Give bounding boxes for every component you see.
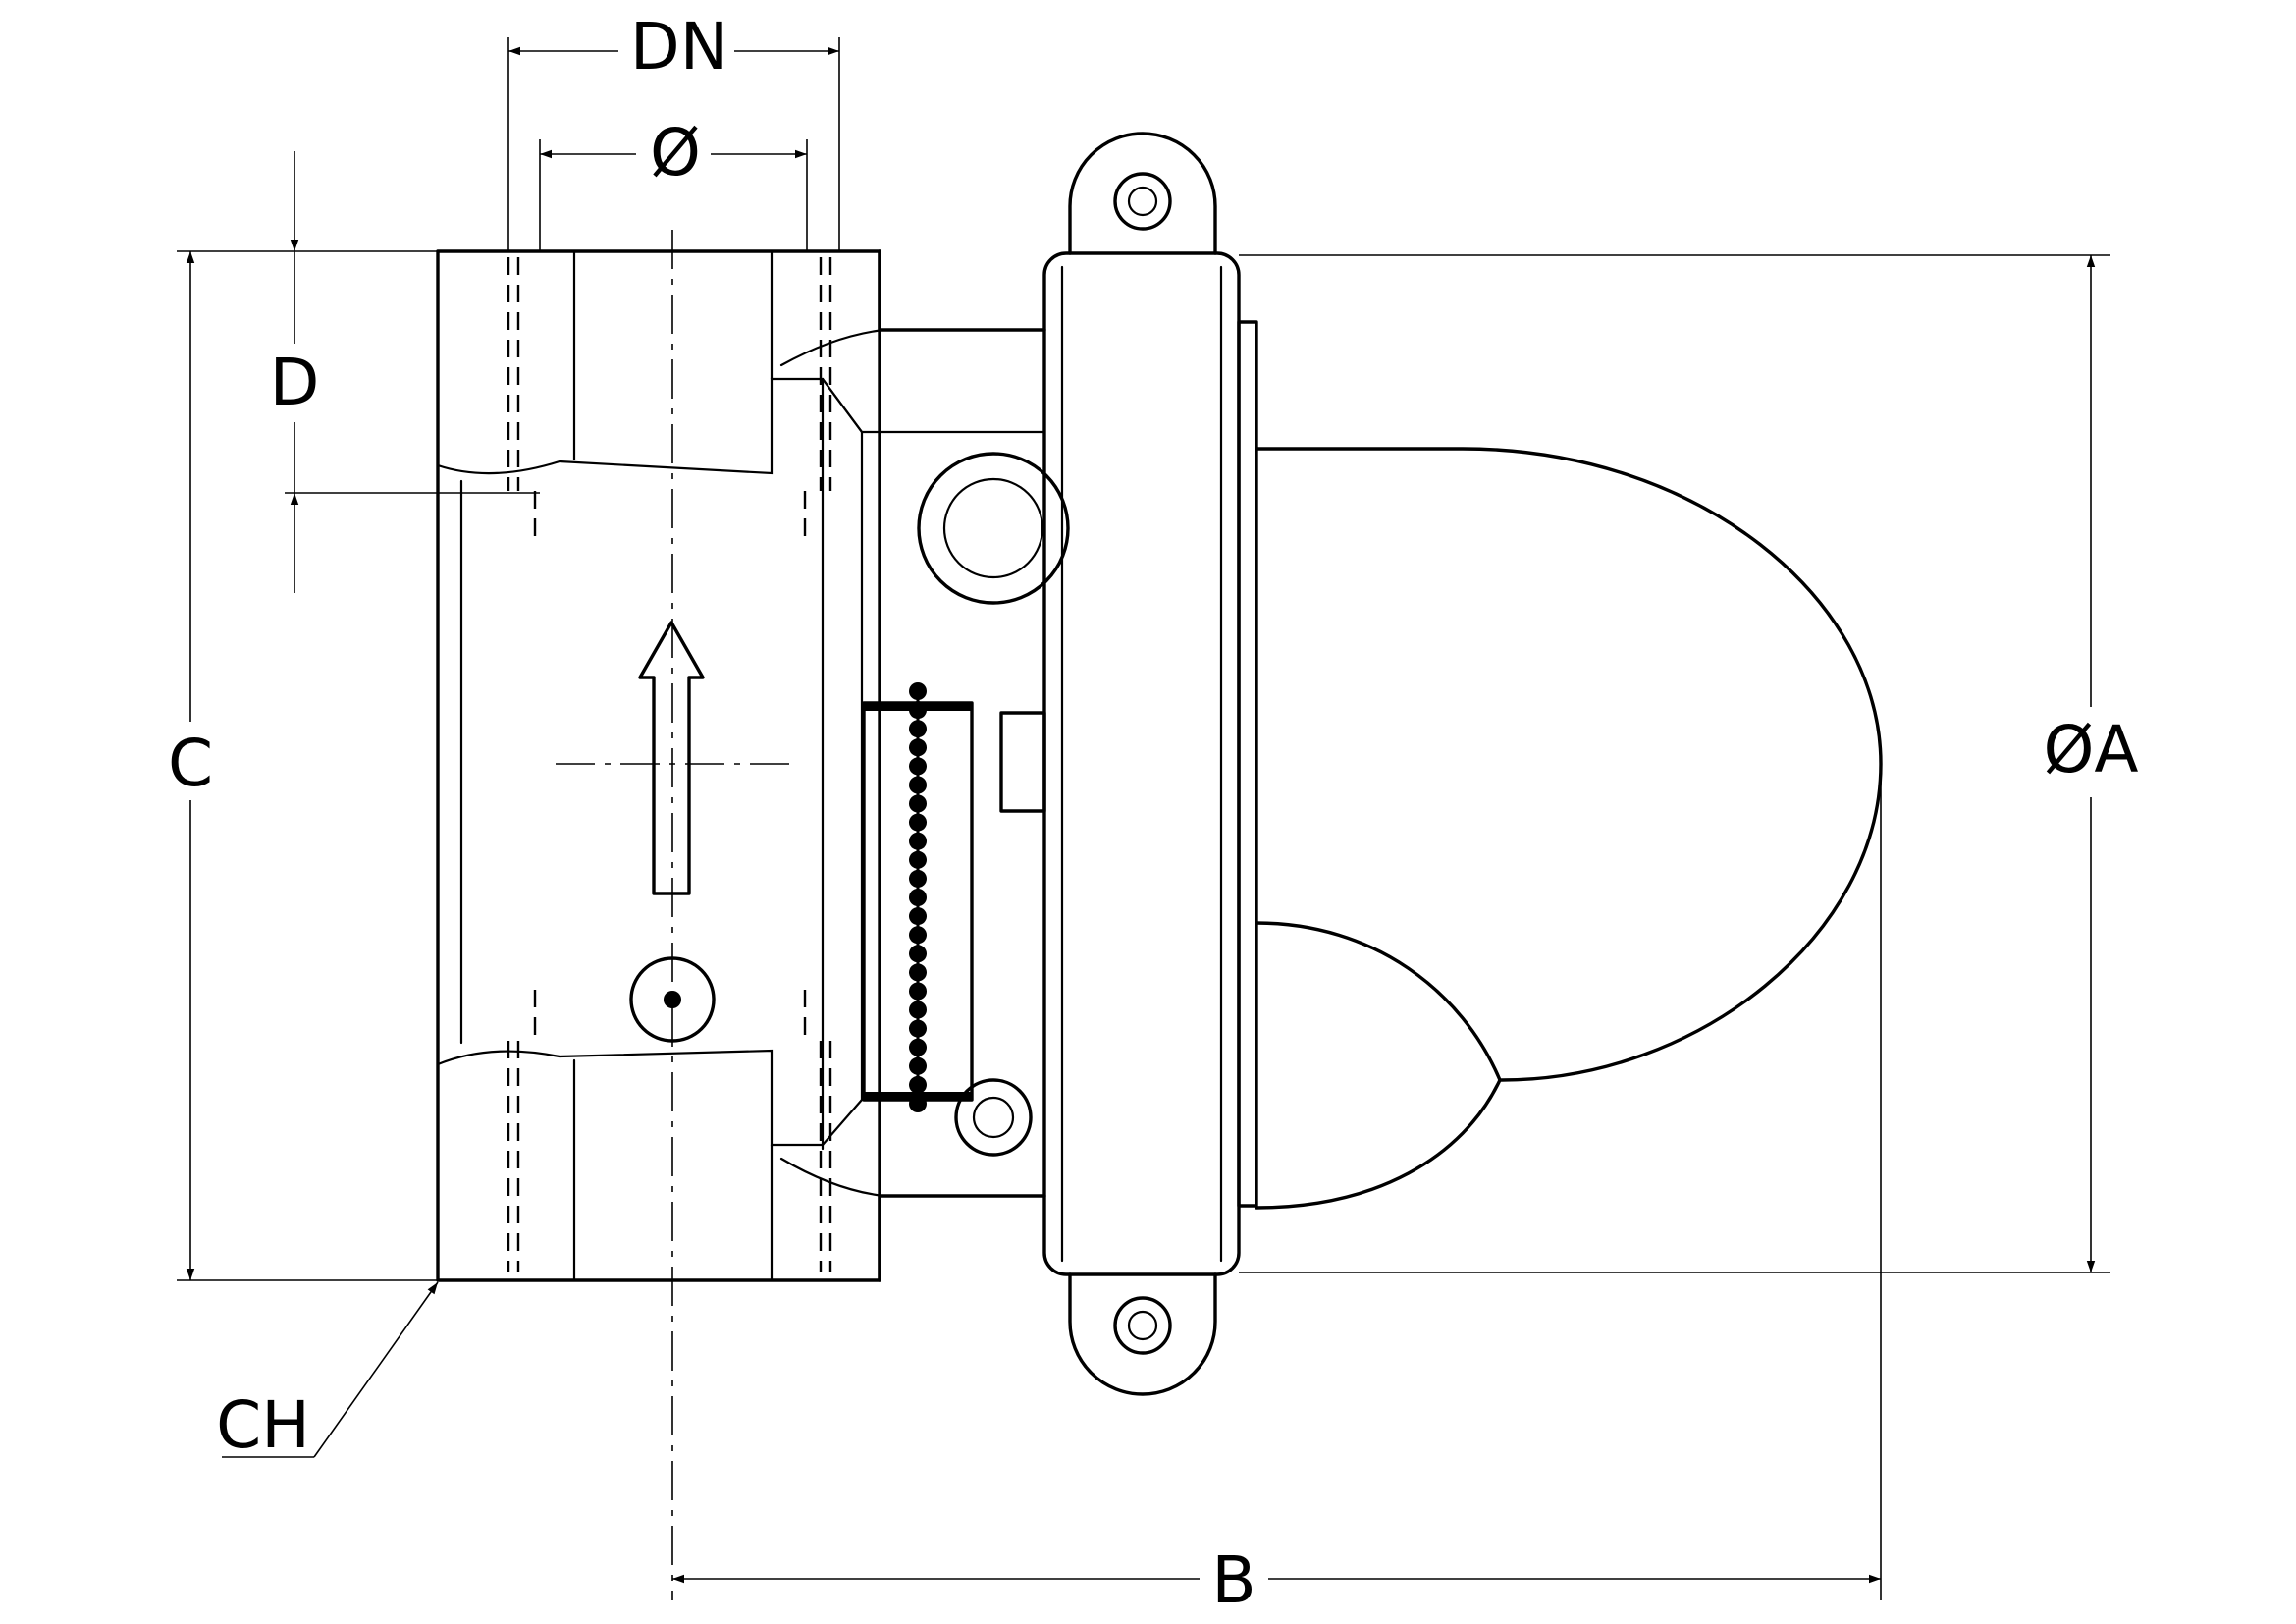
dome-lower-lobe (1255, 921, 1502, 1210)
top-bolt-hole-icon (1113, 172, 1172, 231)
ch-leader (313, 1281, 439, 1458)
hidden-thread-left-top (507, 257, 537, 540)
bottom-bolt-inner (1127, 1310, 1158, 1341)
small-port-bore (972, 1096, 1015, 1139)
upper-neck-fillet (779, 328, 885, 367)
pipe-body (436, 249, 1046, 1282)
phi-label: Ø (650, 115, 701, 190)
small-port-boss-icon (954, 1078, 1033, 1157)
dimensions: DN Ø D C ØA B CH (168, 9, 2139, 1618)
hidden-thread-left-bottom (507, 990, 537, 1272)
flange-gasket (1237, 320, 1258, 1208)
d-label: D (270, 345, 320, 420)
dome-cap (1255, 447, 1883, 1210)
flange (1042, 132, 1258, 1396)
bottom-mounting-lug (1068, 1272, 1217, 1396)
c-label: C (168, 726, 213, 801)
port-boss-icon (917, 452, 1070, 605)
upper-neck (878, 249, 1046, 332)
bottom-bolt-hole-icon (1113, 1296, 1172, 1355)
dn-label: DN (630, 9, 728, 84)
spring-coil (909, 682, 927, 1112)
hidden-thread-right-top (803, 257, 832, 540)
top-mounting-lug (1068, 132, 1217, 255)
lower-neck (878, 1194, 1046, 1282)
port-bore (942, 477, 1044, 579)
flow-direction-arrow-icon (638, 621, 705, 895)
b-label: B (1211, 1543, 1255, 1618)
drain-plug-center (664, 991, 681, 1008)
valve-center (862, 452, 1070, 1157)
flange-ring (1042, 251, 1241, 1276)
hidden-thread-right-bottom (803, 990, 832, 1272)
center-lines (556, 230, 795, 1600)
phi-a-label: ØA (2043, 712, 2138, 787)
top-bolt-inner (1127, 186, 1158, 217)
upper-chamber-edge (821, 377, 1046, 434)
ch-label: CH (216, 1387, 310, 1463)
tab-block (999, 711, 1046, 813)
dome-outline (1255, 447, 1883, 1082)
lower-socket (436, 1049, 864, 1147)
upper-socket (436, 377, 864, 475)
lower-neck-fillet (779, 1157, 885, 1198)
body-outline (436, 249, 881, 1282)
